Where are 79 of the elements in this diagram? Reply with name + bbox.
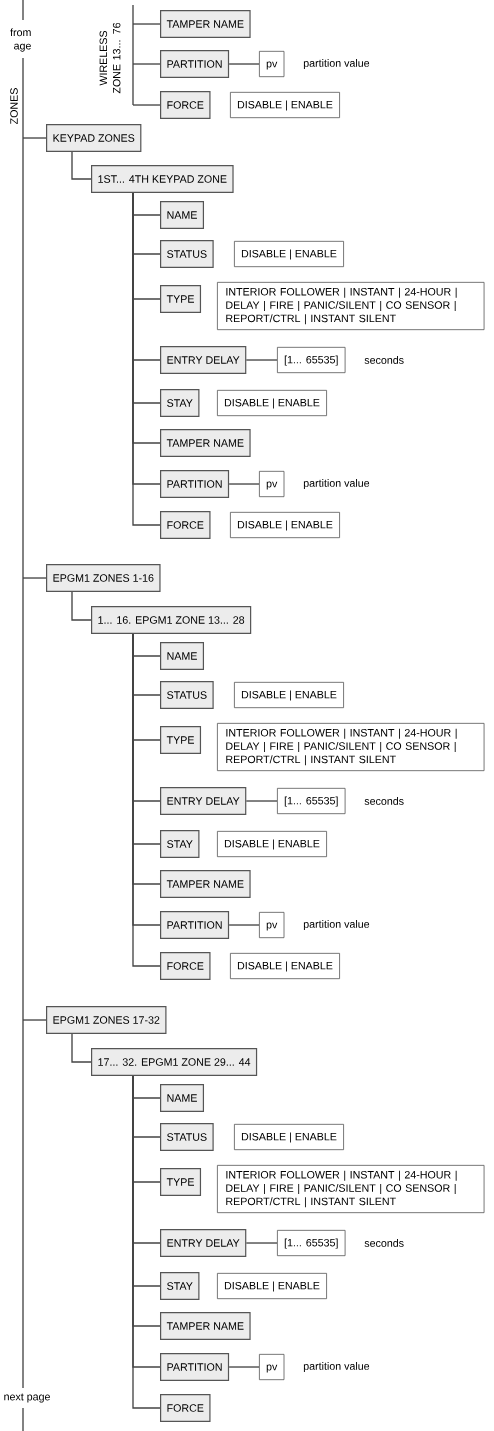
menu-item-box: 1ST... 4TH KEYPAD ZONE — [91, 165, 234, 193]
connector-line — [245, 1242, 278, 1244]
value-box: INTERIOR FOLLOWER | INSTANT | 24-HOUR | DELAY | FIRE | PANIC/SILENT | CO SENSOR | REPORT/CTRL | INSTANT SILENT — [217, 281, 485, 331]
value-box: DISABLE | ENABLE — [234, 1123, 344, 1151]
connector-line — [228, 483, 260, 485]
menu-item-box: STATUS — [160, 240, 214, 268]
menu-item-box: NAME — [160, 201, 204, 229]
menu-item-box: NAME — [160, 1084, 204, 1112]
menu-item-box: STATUS — [160, 681, 214, 709]
value-box: DISABLE | ENABLE — [230, 511, 340, 539]
value-box: DISABLE | ENABLE — [234, 681, 344, 709]
connector-line — [228, 63, 260, 65]
menu-item-box: PARTITION — [160, 911, 230, 939]
connector-line — [71, 151, 92, 180]
connector-line — [132, 104, 161, 106]
value-note: partition value — [303, 920, 370, 930]
menu-item-box: TYPE — [160, 285, 202, 313]
menu-item-box: TYPE — [160, 726, 202, 754]
connector-line — [228, 1366, 260, 1368]
menu-item-box: TAMPER NAME — [160, 10, 251, 38]
menu-item-box: TAMPER NAME — [160, 870, 251, 898]
value-box: pv — [259, 50, 285, 78]
menu-item-box: ENTRY DELAY — [160, 1229, 247, 1257]
page-note: next page — [4, 1393, 50, 1403]
menu-item-box: ENTRY DELAY — [160, 787, 247, 815]
value-box: INTERIOR FOLLOWER | INSTANT | 24-HOUR | DELAY | FIRE | PANIC/SILENT | CO SENSOR | REPORT/CTRL | INSTANT SILENT — [217, 1164, 485, 1214]
menu-item-box: EPGM1 ZONES 1-16 — [46, 564, 161, 592]
value-note: seconds — [364, 356, 404, 364]
menu-item-box: FORCE — [160, 1394, 211, 1422]
menu-item-box: NAME — [160, 642, 204, 670]
value-note: partition value — [303, 479, 370, 489]
value-box: DISABLE | ENABLE — [217, 389, 327, 417]
menu-item-box: STATUS — [160, 1123, 214, 1151]
menu-item-box: PARTITION — [160, 50, 230, 78]
value-note: seconds — [364, 1239, 404, 1247]
menu-item-box: FORCE — [160, 952, 211, 980]
menu-item-box: PARTITION — [160, 1353, 230, 1381]
menu-item-box: PARTITION — [160, 470, 230, 498]
value-box: DISABLE | ENABLE — [234, 240, 344, 268]
menu-item-box: ENTRY DELAY — [160, 346, 247, 374]
connector-line — [245, 359, 278, 361]
connector-line — [71, 1033, 92, 1063]
branch-label: ZONES — [10, 88, 18, 125]
menu-item-box: STAY — [160, 830, 200, 858]
menu-item-box: FORCE — [160, 91, 211, 119]
value-box: [1... 65535] — [277, 787, 346, 815]
value-box: DISABLE | ENABLE — [230, 91, 340, 119]
branch-label: WIRELESS ZONE 13... 76 — [99, 22, 121, 94]
menu-item-box: TAMPER NAME — [160, 429, 251, 457]
menu-item-box: KEYPAD ZONES — [46, 124, 142, 152]
page-note: from age — [10, 28, 31, 52]
connector-line — [22, 137, 47, 139]
connector-line — [132, 63, 161, 65]
connector-line — [245, 800, 278, 802]
value-note: seconds — [364, 797, 404, 805]
value-box: [1... 65535] — [277, 346, 346, 374]
connector-line — [22, 1019, 47, 1021]
menu-item-box: EPGM1 ZONES 17-32 — [46, 1006, 167, 1034]
value-box: DISABLE | ENABLE — [217, 1272, 327, 1300]
connector-line — [132, 23, 161, 25]
connector-line — [228, 924, 260, 926]
menu-item-box: STAY — [160, 1272, 200, 1300]
connector-line — [71, 591, 92, 621]
menu-item-box: TYPE — [160, 1168, 202, 1196]
menu-item-box: 17... 32. EPGM1 ZONE 29... 44 — [91, 1048, 258, 1076]
value-box: pv — [259, 1353, 285, 1381]
menu-item-box: STAY — [160, 389, 200, 417]
value-note: partition value — [303, 59, 370, 69]
menu-item-box: FORCE — [160, 511, 211, 539]
value-box: [1... 65535] — [277, 1229, 346, 1257]
value-box: DISABLE | ENABLE — [230, 952, 340, 980]
connector-line — [22, 577, 47, 579]
value-box: pv — [259, 911, 285, 939]
value-box: pv — [259, 470, 285, 498]
value-box: INTERIOR FOLLOWER | INSTANT | 24-HOUR | DELAY | FIRE | PANIC/SILENT | CO SENSOR | REPORT/CTRL | INSTANT SILENT — [217, 722, 485, 772]
value-box: DISABLE | ENABLE — [217, 830, 327, 858]
value-note: partition value — [303, 1362, 370, 1372]
menu-item-box: 1... 16. EPGM1 ZONE 13... 28 — [91, 606, 252, 634]
menu-item-box: TAMPER NAME — [160, 1312, 251, 1340]
